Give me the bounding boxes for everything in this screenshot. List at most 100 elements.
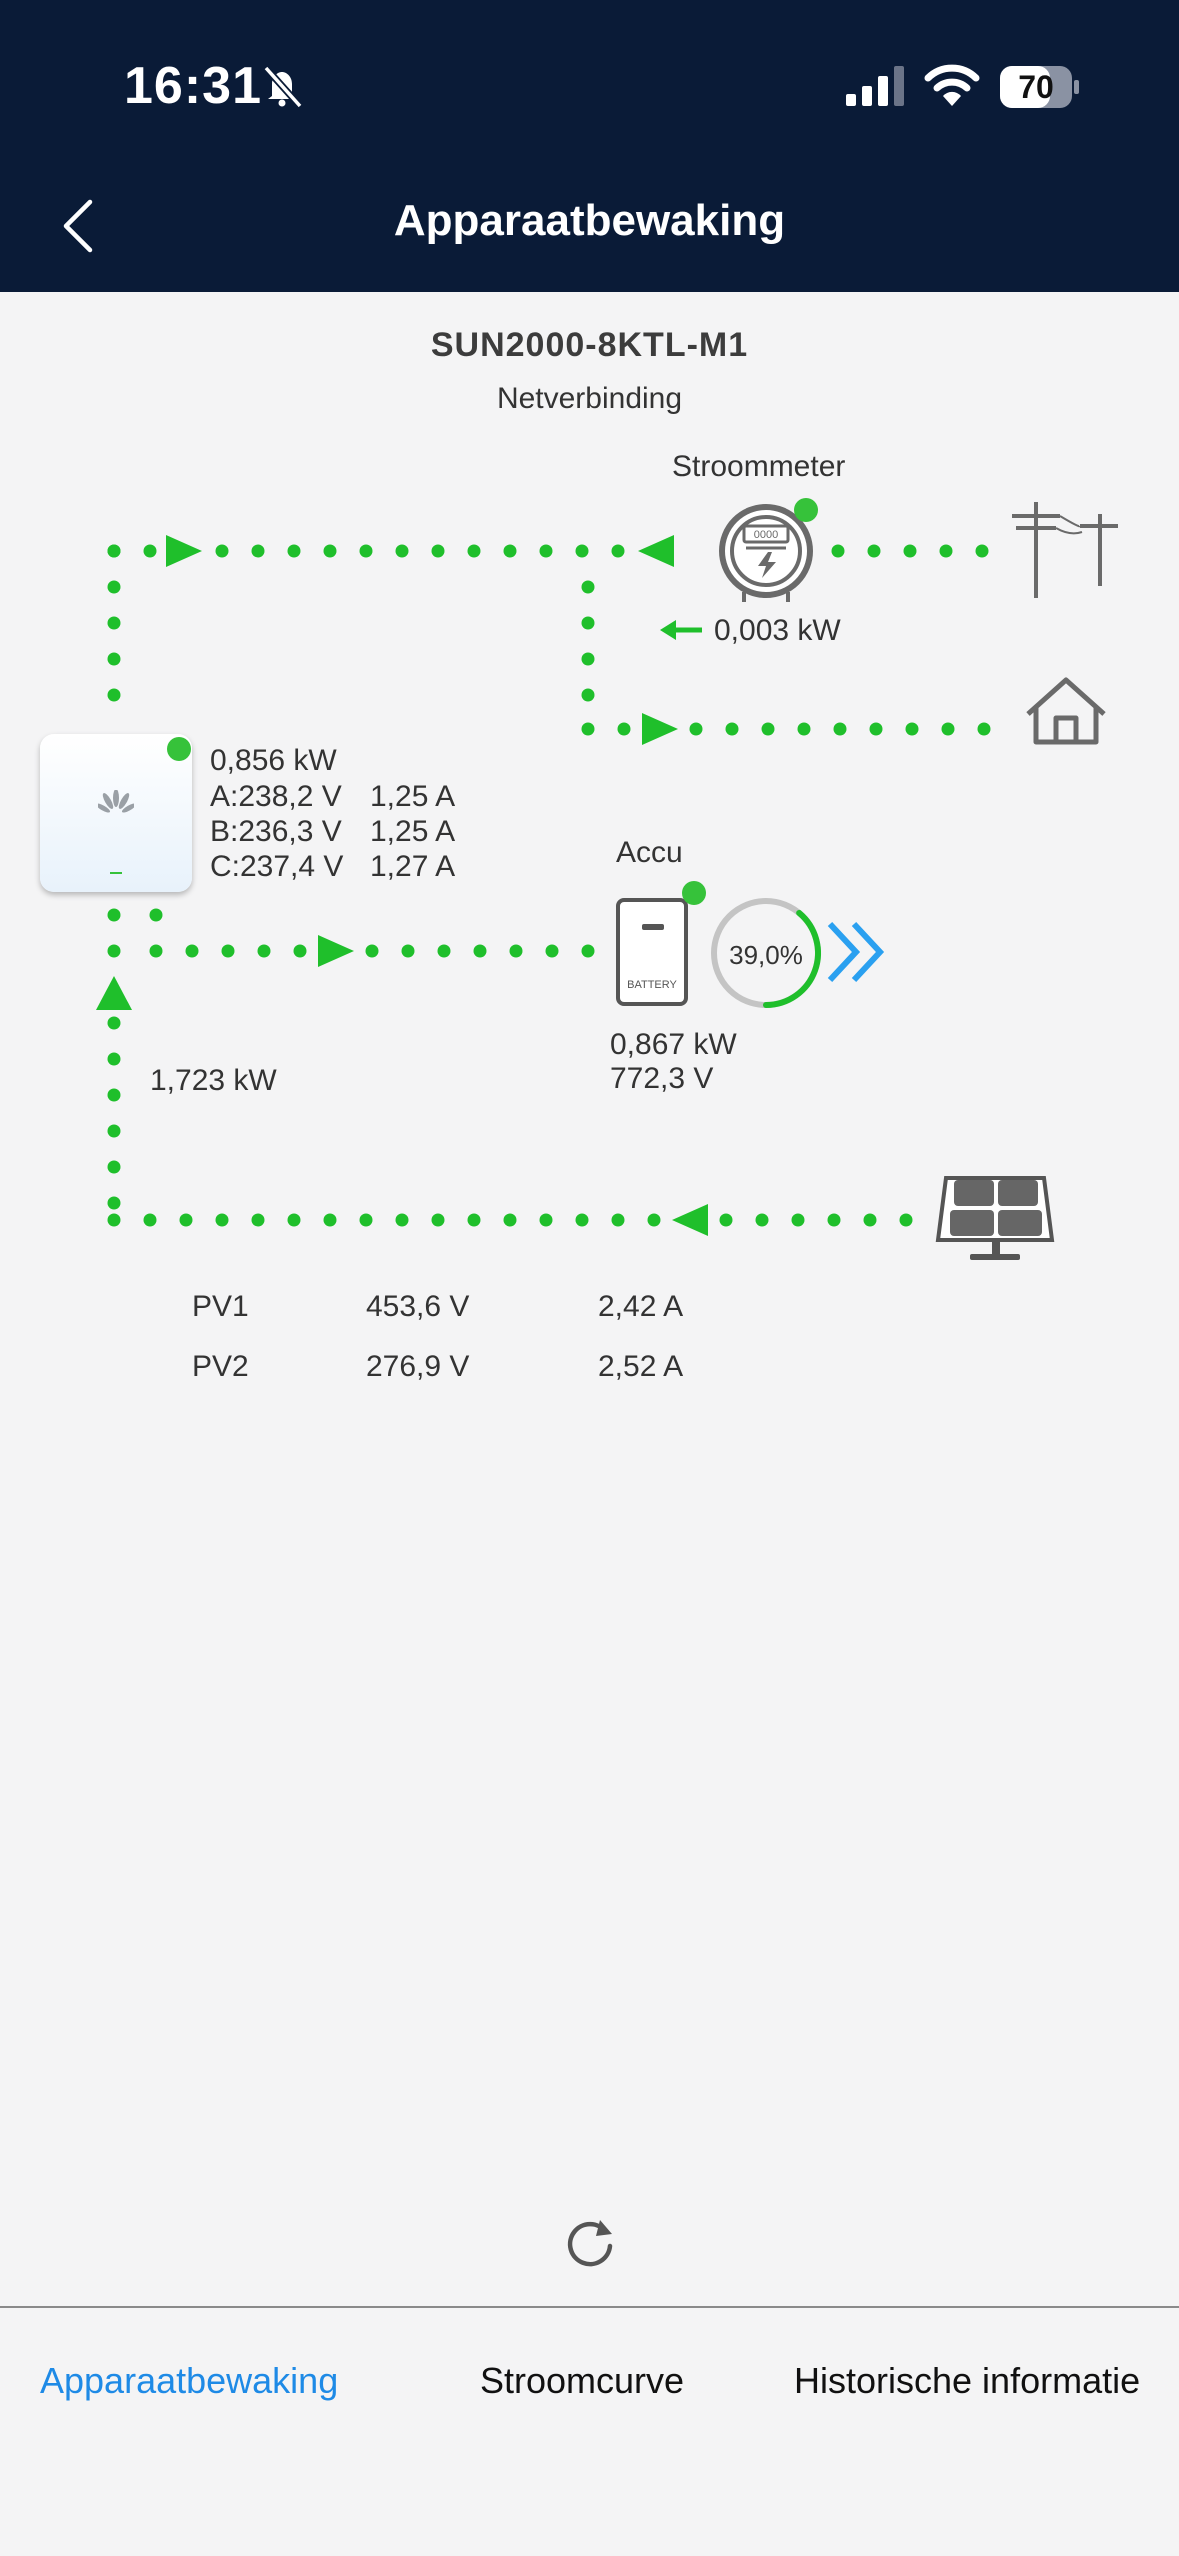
flow-dot (359, 1213, 373, 1227)
cellular-signal-icon (846, 66, 904, 106)
pv2-current: 2,52 A (598, 1350, 684, 1383)
flow-dot (611, 544, 625, 558)
flow-dot (467, 544, 481, 558)
flow-dot (833, 722, 847, 736)
flow-dot (143, 544, 157, 558)
flow-dot (647, 1213, 661, 1227)
flow-dot (359, 544, 373, 558)
flow-dot (107, 616, 121, 630)
flow-dot (689, 722, 703, 736)
bell-muted-icon (263, 65, 303, 109)
flow-dot (323, 1213, 337, 1227)
flow-dot (869, 722, 883, 736)
flow-arrow-left-pv (672, 1204, 708, 1236)
status-time: 16:31 (124, 57, 262, 115)
flow-dot (107, 944, 121, 958)
battery-soc-label: 39,0% (729, 940, 803, 970)
inverter-device[interactable] (40, 734, 192, 892)
flow-dot (293, 944, 307, 958)
battery-label: Accu (616, 836, 683, 869)
home-icon (1026, 677, 1106, 745)
flow-dot (503, 1213, 517, 1227)
flow-arrow-right-top (166, 535, 202, 567)
meter-flow-arrow-icon (660, 620, 702, 640)
phase-b-voltage: B:236,3 V (210, 815, 342, 848)
tab-stroomcurve[interactable]: Stroomcurve (480, 2360, 685, 2401)
battery-unit-icon: BATTERY (616, 898, 688, 1006)
flow-dot (575, 1213, 589, 1227)
flow-dot (473, 944, 487, 958)
flow-dot (287, 544, 301, 558)
flow-dot (107, 1160, 121, 1174)
flow-dot (257, 944, 271, 958)
flow-dot (899, 1213, 913, 1227)
flow-arrow-up-pv (96, 976, 132, 1010)
pv2-name: PV2 (192, 1350, 249, 1383)
flow-dot (797, 722, 811, 736)
flow-dot (539, 1213, 553, 1227)
flow-dot (365, 944, 379, 958)
flow-dot (761, 722, 775, 736)
power-meter-icon: 0000 (719, 504, 813, 602)
flow-dot (107, 544, 121, 558)
flow-dot (831, 544, 845, 558)
device-model: SUN2000-8KTL-M1 (430, 326, 749, 364)
flow-dot (545, 944, 559, 958)
flow-dot (149, 908, 163, 922)
flow-dot (437, 944, 451, 958)
phase-a-current: 1,25 A (370, 780, 456, 813)
refresh-icon[interactable] (560, 2212, 620, 2272)
svg-text:0000: 0000 (754, 529, 778, 541)
flow-dots (107, 544, 991, 1227)
battery-voltage: 772,3 V (610, 1062, 714, 1095)
meter-power: 0,003 kW (714, 614, 841, 647)
solar-panel-icon (935, 1176, 1055, 1260)
flow-dot (179, 1213, 193, 1227)
flow-dot (575, 544, 589, 558)
flow-dot (611, 1213, 625, 1227)
flow-dot (431, 544, 445, 558)
flow-dot (863, 1213, 877, 1227)
battery-level: 70 (1018, 69, 1054, 105)
flow-dot (251, 1213, 265, 1227)
inverter-online-dot (167, 737, 191, 761)
flow-dot (107, 580, 121, 594)
flow-dot (143, 1213, 157, 1227)
back-chevron-icon[interactable] (56, 196, 100, 256)
bottom-tab-bar: Apparaatbewaking Stroomcurve Historische… (0, 2306, 1179, 2556)
flow-dot (107, 544, 121, 558)
flow-dot (719, 1213, 733, 1227)
flow-dot (617, 722, 631, 736)
flow-dot (395, 1213, 409, 1227)
flow-dot (941, 722, 955, 736)
charging-chevrons-icon (827, 921, 885, 983)
huawei-logo-icon (98, 790, 134, 813)
tab-historische-informatie[interactable]: Historische informatie (794, 2360, 1141, 2401)
flow-dot (251, 544, 265, 558)
phase-b-current: 1,25 A (370, 815, 456, 848)
flow-dot (107, 1196, 121, 1210)
phase-a-voltage: A:238,2 V (210, 780, 342, 813)
flow-arrow-right-home (642, 713, 678, 745)
tab-apparaatbewaking[interactable]: Apparaatbewaking (40, 2360, 339, 2401)
pv2-voltage: 276,9 V (366, 1350, 470, 1383)
inverter-power: 0,856 kW (210, 744, 337, 777)
battery-power: 0,867 kW (610, 1028, 737, 1061)
flow-dot (581, 616, 595, 630)
flow-dot (581, 652, 595, 666)
flow-dot (581, 580, 595, 594)
battery-icon (1000, 66, 1079, 108)
flow-dot (503, 544, 517, 558)
flow-dot (107, 1016, 121, 1030)
app-header: 16:31 70 Apparaatbewaking (0, 0, 1179, 292)
flow-dot (725, 722, 739, 736)
flow-dot (215, 544, 229, 558)
flow-dot (107, 688, 121, 702)
flow-arrow-right-battery (318, 935, 354, 967)
flow-dot (107, 1088, 121, 1102)
pv1-voltage: 453,6 V (366, 1290, 470, 1323)
meter-online-dot (794, 498, 818, 522)
flow-dot (107, 1124, 121, 1138)
flow-dot (903, 544, 917, 558)
phase-c-current: 1,27 A (370, 850, 456, 883)
